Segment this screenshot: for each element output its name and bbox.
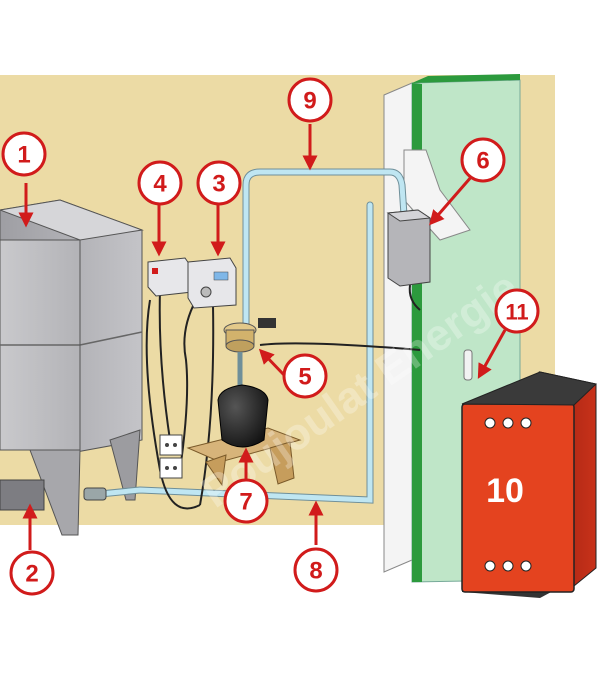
callout-1: 1	[1, 131, 47, 177]
pump-5	[223, 318, 276, 390]
callout-2: 2	[9, 550, 55, 596]
callout-8: 8	[293, 547, 339, 593]
controller-3	[187, 257, 237, 309]
callout-arrows	[18, 124, 507, 550]
callout-7: 7	[223, 478, 269, 524]
wall-outlets	[159, 434, 183, 479]
svg-text:4: 4	[153, 171, 167, 198]
callout-5: 5	[282, 353, 328, 399]
water-tank	[0, 199, 144, 536]
callout-3: 3	[196, 160, 242, 206]
svg-text:3: 3	[212, 171, 225, 198]
svg-text:6: 6	[476, 148, 489, 175]
callout-6: 6	[460, 137, 506, 183]
callout-circles: 1 2 3 4 5 6 7 8	[1, 77, 540, 596]
callout-9: 9	[287, 77, 333, 123]
upper-pipe	[242, 168, 408, 329]
junction-box-6	[386, 209, 432, 287]
cables	[145, 284, 421, 510]
stove-label: 10	[486, 472, 524, 510]
callout-11: 11	[494, 288, 540, 334]
control-box-4	[147, 257, 193, 297]
svg-text:1: 1	[17, 142, 30, 169]
pellet-stove-10: 10	[461, 371, 598, 598]
svg-text:7: 7	[239, 489, 252, 516]
wall-probe-11	[463, 349, 473, 381]
svg-text:9: 9	[303, 88, 316, 115]
callout-4: 4	[137, 160, 183, 206]
svg-text:5: 5	[298, 364, 311, 391]
svg-text:11: 11	[505, 300, 528, 325]
reservoir-7	[186, 384, 302, 487]
svg-text:2: 2	[25, 561, 38, 588]
svg-text:8: 8	[309, 558, 322, 585]
